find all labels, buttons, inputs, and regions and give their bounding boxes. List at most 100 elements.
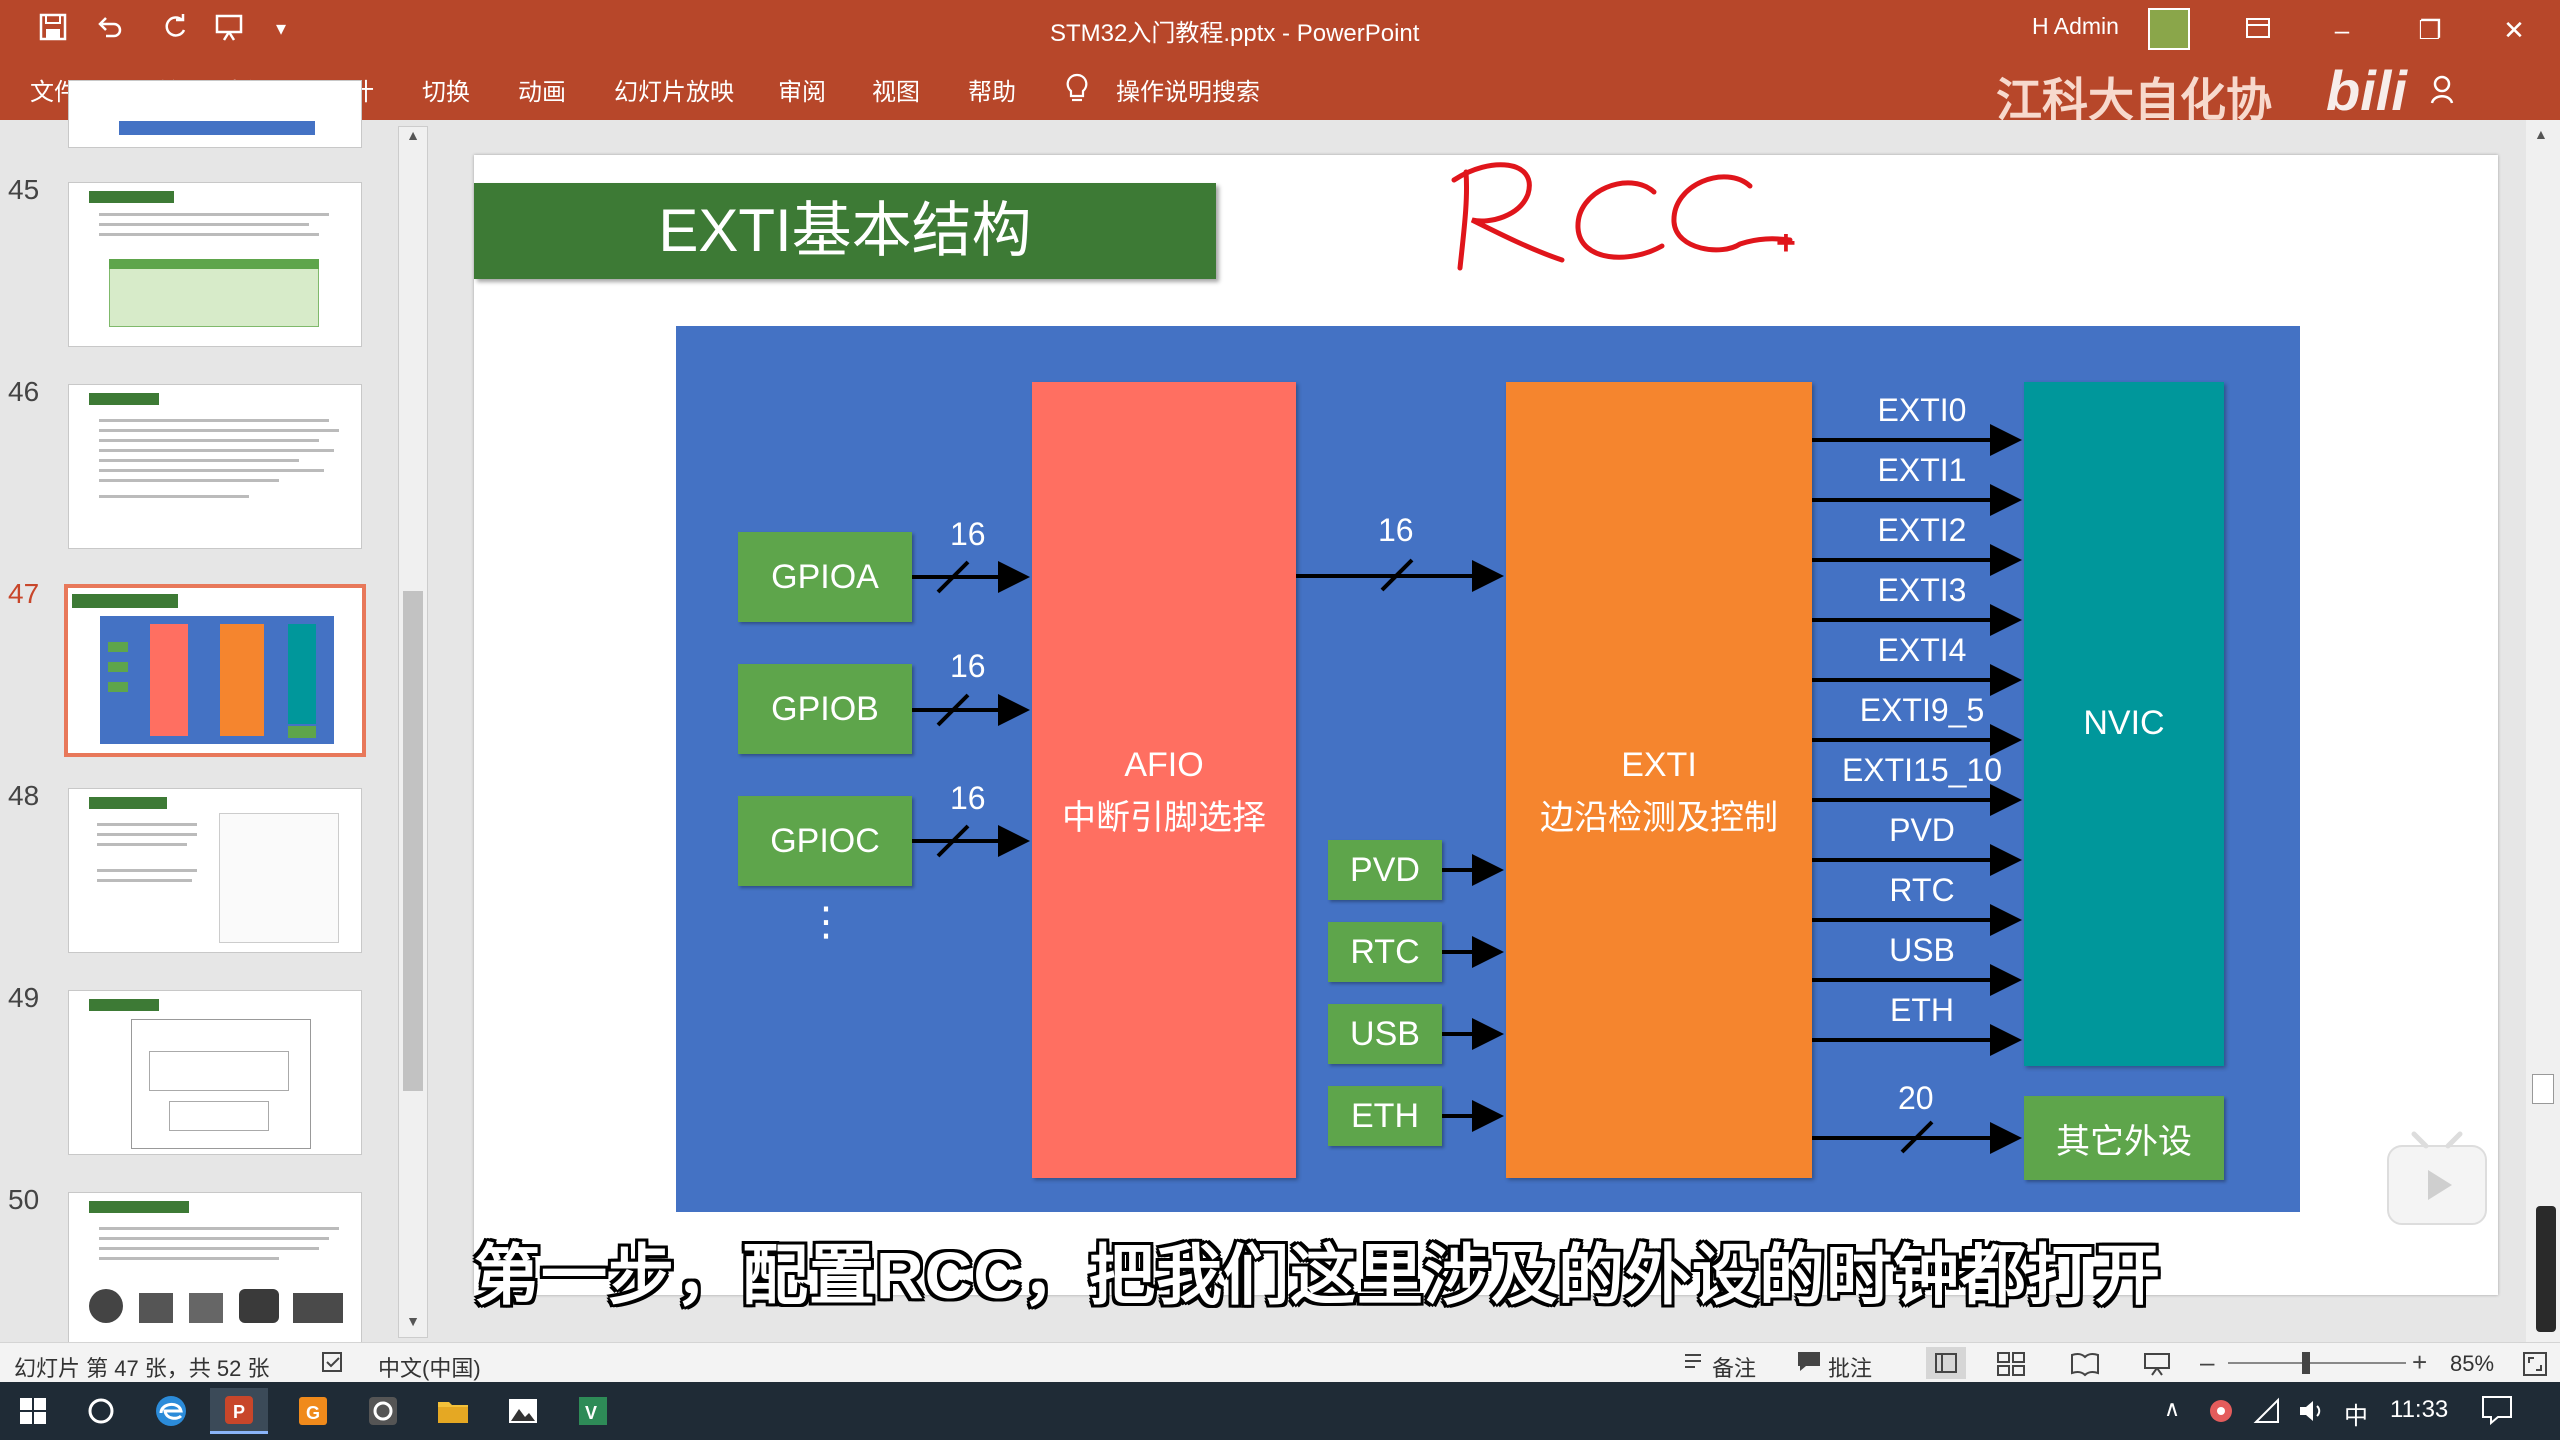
rtc-box[interactable]: RTC (1328, 922, 1442, 982)
tab-view[interactable]: 视图 (872, 79, 920, 106)
slide-counter: 幻灯片 第 47 张，共 52 张 (14, 1356, 270, 1381)
exti-label: EXTI (1621, 746, 1697, 784)
reading-view-icon[interactable] (2070, 1351, 2100, 1383)
share-icon[interactable] (2430, 74, 2470, 109)
comments-icon[interactable] (1796, 1349, 1822, 1379)
tab-review[interactable]: 审阅 (778, 79, 826, 106)
slideshow-from-start-icon[interactable] (212, 12, 246, 46)
zoom-in-icon[interactable]: + (2412, 1347, 2428, 1377)
thumbnail-scrollbar[interactable]: ▲ ▼ (398, 126, 428, 1338)
video-subtitle: 第一步，配置RCC，把我们这里涉及的外设的时钟都打开 (474, 1238, 2161, 1312)
ribbon-display-options-icon[interactable] (2238, 10, 2278, 50)
slide-thumbnail-partial[interactable] (68, 80, 362, 148)
exti-output-label: RTC (1889, 872, 1955, 908)
screen-recorder-icon[interactable] (360, 1388, 406, 1434)
zoom-level[interactable]: 85% (2450, 1351, 2495, 1376)
other-peripherals-box[interactable]: 其它外设 (2024, 1096, 2224, 1180)
slide-number: 50 (8, 1184, 40, 1215)
slide-sorter-icon[interactable] (1996, 1351, 2026, 1383)
save-icon[interactable] (36, 12, 70, 46)
fit-to-window-icon[interactable] (2522, 1351, 2548, 1383)
spellcheck-icon[interactable] (320, 1349, 346, 1381)
tray-app-icon[interactable] (2206, 1396, 2236, 1431)
scroll-down-icon[interactable]: ▼ (406, 1313, 420, 1329)
exti-output-label: PVD (1889, 812, 1955, 848)
normal-view-icon[interactable] (1926, 1347, 1966, 1379)
gpio-more-dots: ⋮ (806, 900, 846, 944)
slideshow-view-icon[interactable] (2142, 1351, 2172, 1383)
window-title: STM32入门教程.pptx - PowerPoint (1050, 20, 1420, 47)
slide-thumbnail-48[interactable] (68, 788, 362, 953)
scroll-up-icon[interactable]: ▲ (2534, 126, 2548, 142)
volume-icon[interactable] (2296, 1396, 2326, 1431)
afio-block[interactable]: AFIO 中断引脚选择 (1032, 382, 1296, 1178)
undo-icon[interactable] (92, 12, 126, 46)
bus-width-label: 16 (1378, 512, 1414, 548)
exti-output-label: EXTI4 (1877, 632, 1967, 668)
redo-icon[interactable] (158, 12, 192, 46)
windows-start-icon[interactable] (10, 1388, 56, 1434)
customize-toolbar-icon[interactable]: ▾ (275, 18, 287, 40)
exti-output-label: USB (1889, 932, 1955, 968)
slide-title-box[interactable]: EXTI基本结构 (474, 183, 1216, 279)
bus-width-label: 16 (950, 648, 986, 684)
lightbulb-icon (1064, 72, 1090, 109)
minimize-icon[interactable]: – (2334, 15, 2350, 45)
comments-button[interactable]: 批注 (1828, 1356, 1873, 1381)
tab-animations[interactable]: 动画 (518, 79, 566, 106)
search-icon[interactable] (78, 1388, 124, 1434)
notification-center-icon[interactable] (2480, 1394, 2514, 1431)
restore-icon[interactable]: ❐ (2418, 15, 2442, 45)
zoom-slider[interactable] (2228, 1352, 2406, 1374)
gpioa-box[interactable]: GPIOA (738, 532, 912, 622)
avatar[interactable] (2148, 8, 2190, 50)
gpiob-box[interactable]: GPIOB (738, 664, 912, 754)
exti-output-label: ETH (1890, 992, 1954, 1028)
network-icon[interactable] (2252, 1396, 2282, 1431)
photos-icon[interactable] (500, 1388, 546, 1434)
slide-thumbnail-45[interactable] (68, 182, 362, 347)
gpioc-box[interactable]: GPIOC (738, 796, 912, 886)
notes-icon[interactable] (1682, 1349, 1704, 1379)
zoom-slider-thumb[interactable] (2302, 1352, 2310, 1374)
exti-output-label: EXTI1 (1877, 452, 1967, 488)
tool-app-icon[interactable]: G (290, 1388, 336, 1434)
scroll-up-icon[interactable]: ▲ (406, 127, 420, 143)
afio-label: AFIO (1124, 746, 1204, 784)
canvas-scrollbar[interactable]: ▲ (2526, 120, 2560, 1342)
show-hidden-icons-icon[interactable]: ∧ (2164, 1396, 2181, 1421)
ime-indicator[interactable]: 中 (2344, 1403, 2368, 1430)
file-explorer-icon[interactable] (430, 1388, 476, 1434)
pvd-box[interactable]: PVD (1328, 840, 1442, 900)
nvic-block[interactable]: NVIC (2024, 382, 2224, 1066)
slide-thumbnail-50[interactable] (68, 1192, 362, 1347)
powerpoint-taskbar-icon[interactable]: P (210, 1388, 268, 1434)
slide-thumbnail-46[interactable] (68, 384, 362, 549)
slide-thumbnail-49[interactable] (68, 990, 362, 1155)
notes-button[interactable]: 备注 (1712, 1356, 1757, 1381)
video-play-icon[interactable] (2384, 1128, 2490, 1228)
zoom-out-icon[interactable]: – (2200, 1347, 2215, 1377)
language-indicator[interactable]: 中文(中国) (378, 1356, 481, 1381)
scrollbar-thumb[interactable] (403, 591, 423, 1091)
user-name[interactable]: H Admin (2032, 13, 2119, 39)
usb-box[interactable]: USB (1328, 1004, 1442, 1064)
bus-width-label: 20 (1898, 1080, 1934, 1116)
edge-browser-icon[interactable] (148, 1388, 194, 1434)
tab-slideshow[interactable]: 幻灯片放映 (614, 79, 734, 106)
close-icon[interactable]: ✕ (2503, 15, 2525, 45)
slide-thumbnail-47[interactable] (64, 584, 366, 757)
svg-text:G: G (306, 1403, 320, 1423)
keil-ide-icon[interactable]: V (570, 1388, 616, 1434)
side-panel-handle[interactable] (2536, 1206, 2556, 1332)
tell-me-search[interactable]: 操作说明搜索 (1116, 79, 1260, 106)
clock[interactable]: 11:33 (2390, 1396, 2449, 1423)
taskbar: P G V ∧ 中 11:33 (0, 1382, 2560, 1440)
exti-diagram[interactable]: GPIOA GPIOB GPIOC ⋮ 16 16 16 16 20 AFIO … (676, 326, 2300, 1212)
exti-block[interactable]: EXTI 边沿检测及控制 (1506, 382, 1812, 1178)
eth-box[interactable]: ETH (1328, 1086, 1442, 1146)
tab-help[interactable]: 帮助 (968, 79, 1016, 106)
bus-width-label: 16 (950, 516, 986, 552)
tab-transitions[interactable]: 切换 (422, 79, 470, 106)
scrollbar-thumb[interactable] (2532, 1074, 2554, 1104)
